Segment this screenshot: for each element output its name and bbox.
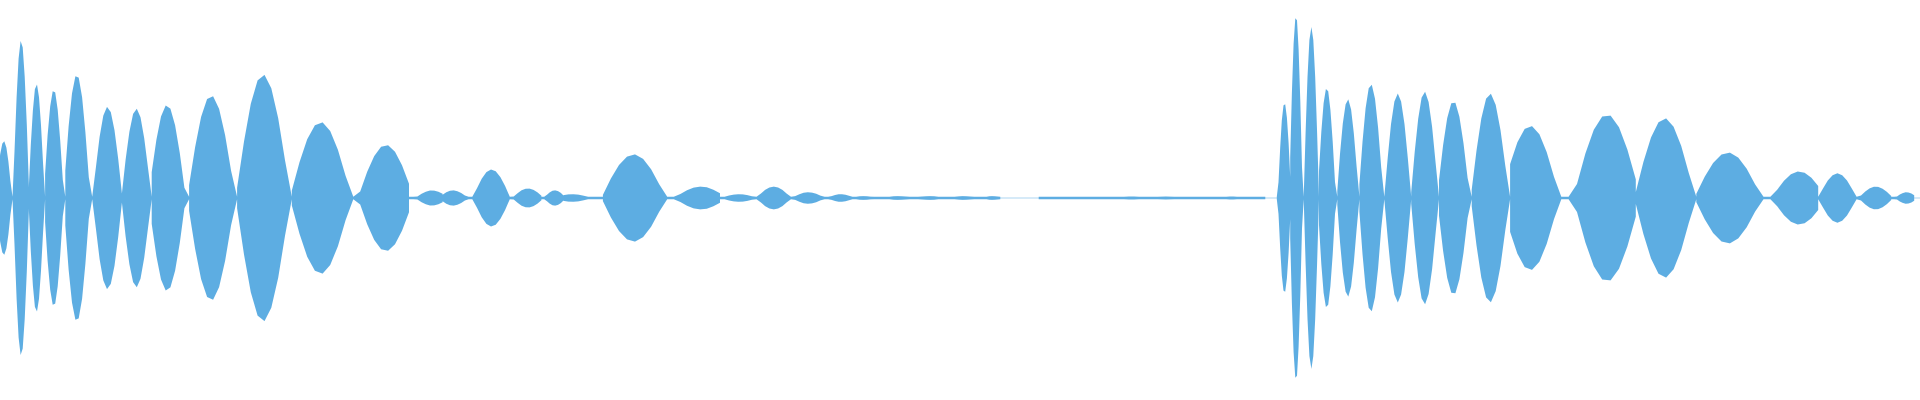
waveform-shape <box>0 18 1920 378</box>
